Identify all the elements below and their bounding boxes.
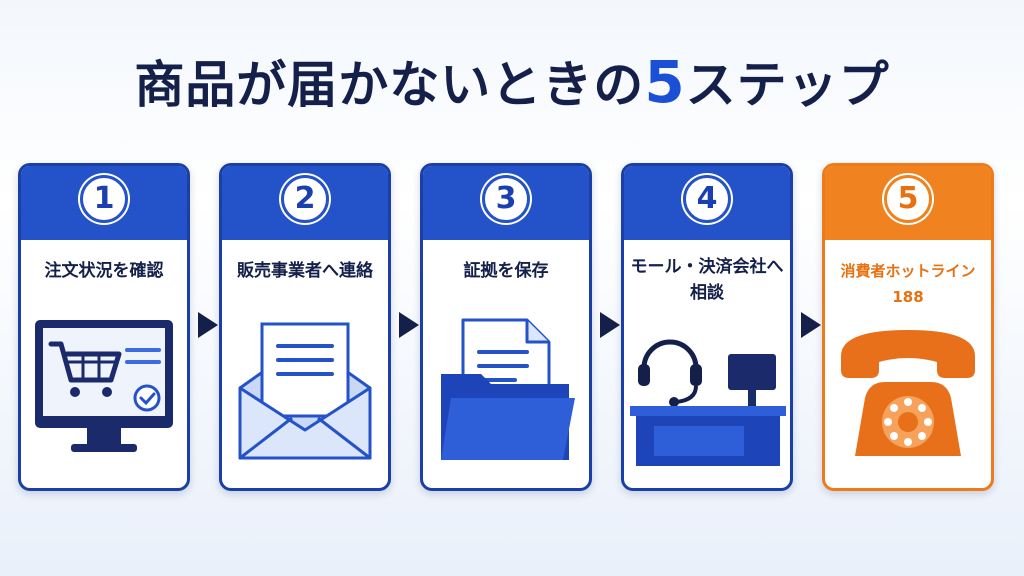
arrow-right-icon (198, 312, 218, 338)
headset-desk-icon (630, 339, 786, 466)
folder-document-icon (441, 318, 575, 460)
step-card-5: 5 消費者ホットライン188 (822, 163, 994, 491)
step-header: 3 (423, 166, 589, 240)
step-header: 5 (825, 166, 991, 240)
step-number-badge: 3 (482, 175, 530, 223)
step-header: 2 (222, 166, 388, 240)
step-label: 消費者ホットライン188 (840, 262, 976, 306)
arrow-right-icon (801, 312, 821, 338)
step-card-4: 4 モール・決済会社へ相談 (621, 163, 793, 491)
title-accent-number: 5 (644, 48, 686, 116)
arrow-right-icon (600, 312, 620, 338)
step-card-2: 2 販売事業者へ連絡 (219, 163, 391, 491)
page-title: 商品が届かないときの5ステップ (0, 52, 1024, 115)
step-number-badge: 5 (884, 175, 932, 223)
title-suffix: ステップ (685, 56, 890, 114)
step-header: 4 (624, 166, 790, 240)
title-main: 商品が届かないときの (134, 56, 645, 114)
step-number-badge: 4 (683, 175, 731, 223)
step-card-1: 1 注文状況を確認 (18, 163, 190, 491)
telephone-icon (841, 330, 975, 456)
step-card-3: 3 証拠を保存 (420, 163, 592, 491)
step-label: モール・決済会社へ相談 (630, 257, 784, 303)
computer-cart-icon (35, 320, 173, 452)
step-label: 販売事業者へ連絡 (237, 261, 373, 281)
step-number-badge: 1 (80, 175, 128, 223)
step-number-badge: 2 (281, 175, 329, 223)
step-label: 証拠を保存 (463, 261, 549, 281)
envelope-icon (238, 322, 372, 460)
step-label: 注文状況を確認 (44, 261, 164, 281)
step-header: 1 (21, 166, 187, 240)
arrow-right-icon (399, 312, 419, 338)
